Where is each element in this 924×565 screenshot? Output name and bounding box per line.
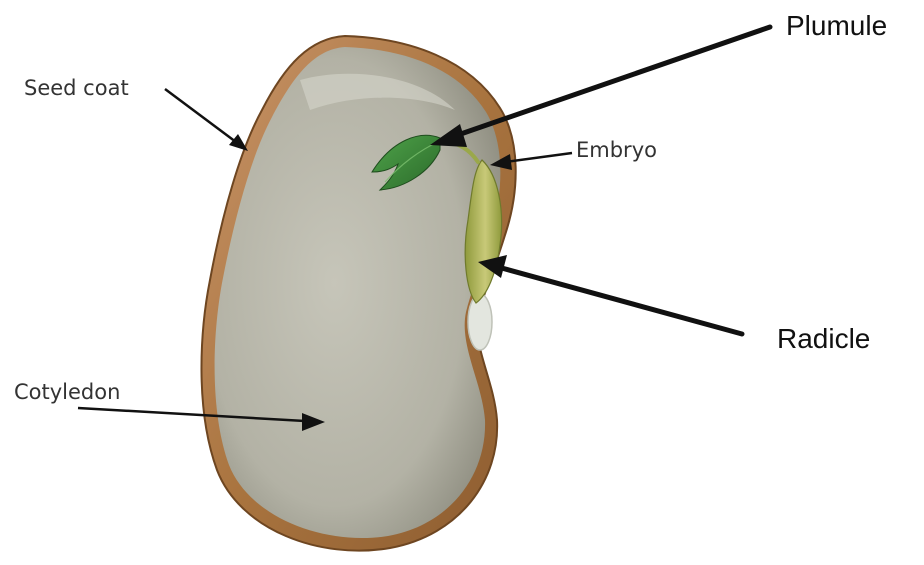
plumule-arrow-line — [452, 27, 770, 137]
seed-coat-leader — [165, 89, 240, 145]
radicle-label: Radicle — [777, 325, 870, 353]
radicle-arrow-line — [498, 267, 742, 334]
seed-coat-arrowhead — [229, 134, 248, 151]
hilum — [468, 294, 492, 350]
embryo-label: Embryo — [576, 140, 657, 161]
cotyledon-label: Cotyledon — [14, 382, 120, 403]
seed-coat-label: Seed coat — [24, 78, 129, 99]
plumule-label: Plumule — [786, 12, 887, 40]
